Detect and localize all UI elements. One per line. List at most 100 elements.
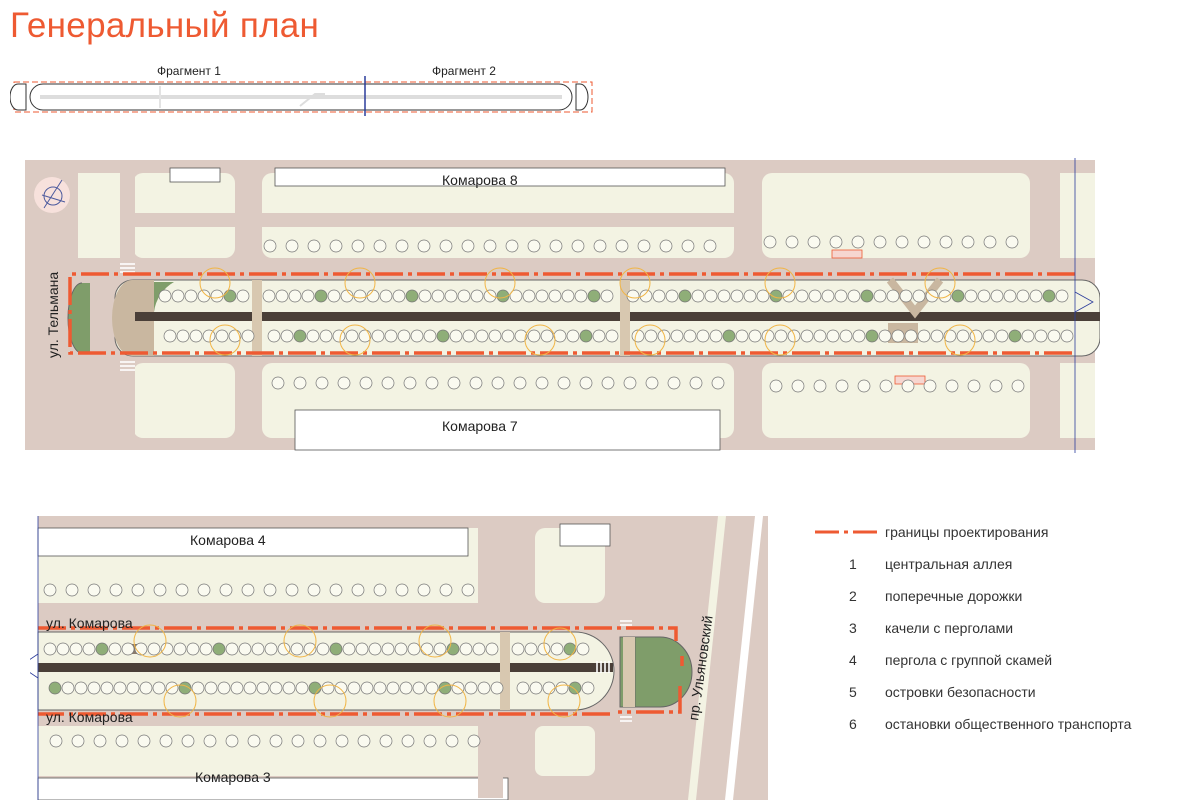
tree-icon — [439, 583, 453, 597]
tree-icon — [65, 583, 79, 597]
tree-icon — [977, 289, 991, 303]
tree-icon — [511, 642, 525, 656]
tree-icon — [329, 583, 343, 597]
tree-icon — [923, 379, 937, 393]
tree-icon — [215, 329, 229, 343]
tree-icon — [496, 289, 510, 303]
tree-icon — [199, 642, 213, 656]
tree-icon — [1016, 289, 1030, 303]
tree-icon — [982, 329, 996, 343]
tree-icon — [93, 734, 107, 748]
tree-icon — [670, 329, 684, 343]
tree-icon — [1011, 379, 1025, 393]
tree-icon — [290, 642, 304, 656]
tree-icon — [851, 235, 865, 249]
fragment-1-label: Фрагмент 1 — [157, 64, 221, 78]
lighting-radius-icon — [209, 324, 241, 356]
tree-icon — [524, 642, 538, 656]
tree-icon — [379, 734, 393, 748]
tree-icon — [197, 289, 211, 303]
tree-icon — [703, 239, 717, 253]
tree-icon — [639, 289, 653, 303]
tree-icon — [678, 289, 692, 303]
tree-icon — [1042, 289, 1056, 303]
tree-icon — [386, 681, 400, 695]
tree-icon — [1005, 235, 1019, 249]
tree-icon — [748, 329, 762, 343]
tree-icon — [813, 329, 827, 343]
tree-icon — [813, 379, 827, 393]
tree-icon — [462, 329, 476, 343]
legend-label: границы проектирования — [885, 524, 1049, 540]
tree-icon — [839, 329, 853, 343]
boundary-line-icon — [815, 529, 885, 535]
tree-icon — [184, 289, 198, 303]
lighting-radius-icon — [619, 267, 651, 299]
tree-icon — [939, 235, 953, 249]
legend-number: 6 — [849, 716, 857, 732]
tree-icon — [225, 734, 239, 748]
tree-icon — [886, 289, 900, 303]
tree-icon — [381, 642, 395, 656]
tree-icon — [743, 289, 757, 303]
tree-icon — [307, 583, 321, 597]
legend-number: 3 — [849, 620, 857, 636]
tree-icon — [509, 289, 523, 303]
tree-icon — [282, 681, 296, 695]
tree-icon — [542, 681, 556, 695]
tree-icon — [417, 239, 431, 253]
tree-icon — [176, 329, 190, 343]
tree-icon — [291, 734, 305, 748]
tree-icon — [131, 583, 145, 597]
tree-icon — [969, 329, 983, 343]
legend-label: качели с перголами — [885, 620, 1014, 636]
tree-icon — [568, 681, 582, 695]
tree-icon — [879, 379, 893, 393]
tree-icon — [163, 329, 177, 343]
tree-icon — [139, 681, 153, 695]
tree-icon — [852, 329, 866, 343]
tree-icon — [264, 642, 278, 656]
tree-icon — [307, 239, 321, 253]
tree-icon — [667, 376, 681, 390]
tree-icon — [87, 681, 101, 695]
legend-label: поперечные дорожки — [885, 588, 1023, 604]
tree-icon — [48, 681, 62, 695]
tree-icon — [652, 289, 666, 303]
tree-icon — [917, 329, 931, 343]
tree-icon — [405, 289, 419, 303]
street-label-telmana: ул. Тельмана — [45, 272, 61, 358]
tree-icon — [769, 379, 783, 393]
tree-icon — [834, 289, 848, 303]
tree-icon — [483, 239, 497, 253]
tree-icon — [485, 642, 499, 656]
legend-label: центральная аллея — [885, 556, 1013, 572]
tree-icon — [275, 289, 289, 303]
tree-icon — [351, 239, 365, 253]
tree-icon — [513, 376, 527, 390]
tree-icon — [313, 734, 327, 748]
tree-icon — [316, 642, 330, 656]
tree-icon — [983, 235, 997, 249]
tree-icon — [730, 289, 744, 303]
tree-icon — [477, 681, 491, 695]
tree-icon — [899, 289, 913, 303]
street-label-komarova-3: Комарова 3 — [195, 769, 271, 785]
tree-icon — [371, 329, 385, 343]
tree-icon — [637, 239, 651, 253]
tree-icon — [280, 329, 294, 343]
lighting-radius-icon — [344, 267, 376, 299]
tree-icon — [407, 642, 421, 656]
tree-icon — [683, 329, 697, 343]
tree-icon — [464, 681, 478, 695]
tree-icon — [938, 289, 952, 303]
tree-icon — [623, 376, 637, 390]
tree-icon — [860, 289, 874, 303]
legend-label: пергола с группой скамей — [885, 652, 1053, 668]
tree-icon — [995, 329, 1009, 343]
tree-icon — [332, 329, 346, 343]
overview-map — [10, 76, 593, 116]
lighting-radius-icon — [524, 324, 556, 356]
tree-icon — [501, 329, 515, 343]
tree-icon — [475, 329, 489, 343]
